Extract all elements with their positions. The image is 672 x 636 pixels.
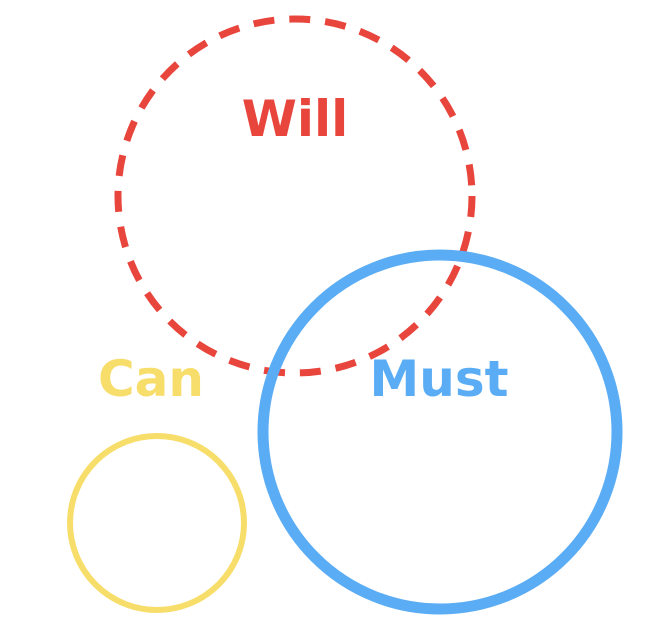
can-label: Can <box>98 350 204 408</box>
must-circle <box>257 249 623 615</box>
will-circle <box>114 15 476 377</box>
must-label: Must <box>369 350 508 408</box>
can-circle <box>67 433 247 613</box>
will-label: Will <box>242 90 349 148</box>
